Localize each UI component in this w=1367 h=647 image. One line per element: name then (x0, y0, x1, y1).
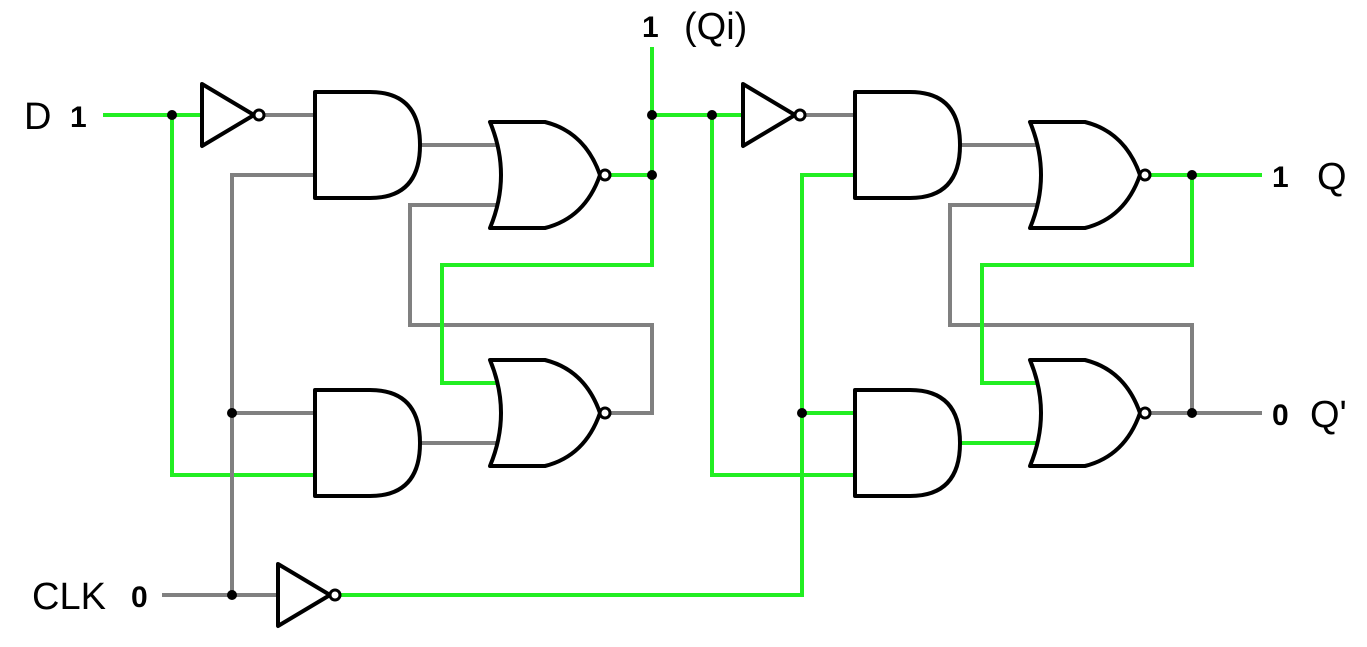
nor-gate-3 (1028, 120, 1152, 230)
q-output-label: Q (1317, 156, 1347, 198)
wire-d-down (170, 115, 315, 477)
d-input-value: 1 (70, 101, 87, 134)
nor-gate-1 (488, 120, 612, 230)
wire-clk-up (230, 173, 315, 595)
and-gate-3 (853, 90, 962, 200)
and-gate-2 (313, 388, 422, 498)
not-gate-qi (741, 82, 807, 148)
wire-qi-riser (440, 47, 654, 385)
gates (200, 82, 1152, 628)
qi-label: (Qi) (684, 6, 747, 48)
junction-dot (167, 110, 177, 120)
junction-dot (647, 170, 657, 180)
clk-input-label: CLK (32, 576, 106, 618)
junction-dot (797, 408, 807, 418)
and-gate-4 (853, 388, 962, 498)
junction-dot (1187, 170, 1197, 180)
wire-q-feedback (980, 175, 1194, 385)
nor-gate-4 (1028, 358, 1152, 468)
wire-nor2-feedback (408, 203, 654, 415)
not-gate-d (200, 82, 266, 148)
junction-dot (227, 408, 237, 418)
junction-dot (647, 110, 657, 120)
junction-dot (227, 590, 237, 600)
q-output-value: 1 (1272, 161, 1289, 194)
and-gate-1 (313, 90, 422, 200)
wires (103, 47, 1262, 597)
not-gate-clk (276, 562, 342, 628)
labels: D 1 CLK 0 1 (Qi) 1 Q 0 Q' (24, 6, 1347, 618)
qbar-output-label: Q' (1310, 394, 1347, 436)
clk-input-value: 0 (131, 581, 148, 614)
nor-gate-2 (488, 358, 612, 468)
junction-dot (1187, 408, 1197, 418)
junction-dot (707, 110, 717, 120)
qi-value: 1 (642, 11, 659, 44)
wire-clk-inverted (339, 173, 855, 597)
qbar-output-value: 0 (1272, 399, 1289, 432)
junctions (167, 110, 1197, 600)
wire-qbar-feedback (948, 203, 1194, 413)
wire-qi-down (710, 115, 855, 477)
d-input-label: D (24, 96, 51, 138)
